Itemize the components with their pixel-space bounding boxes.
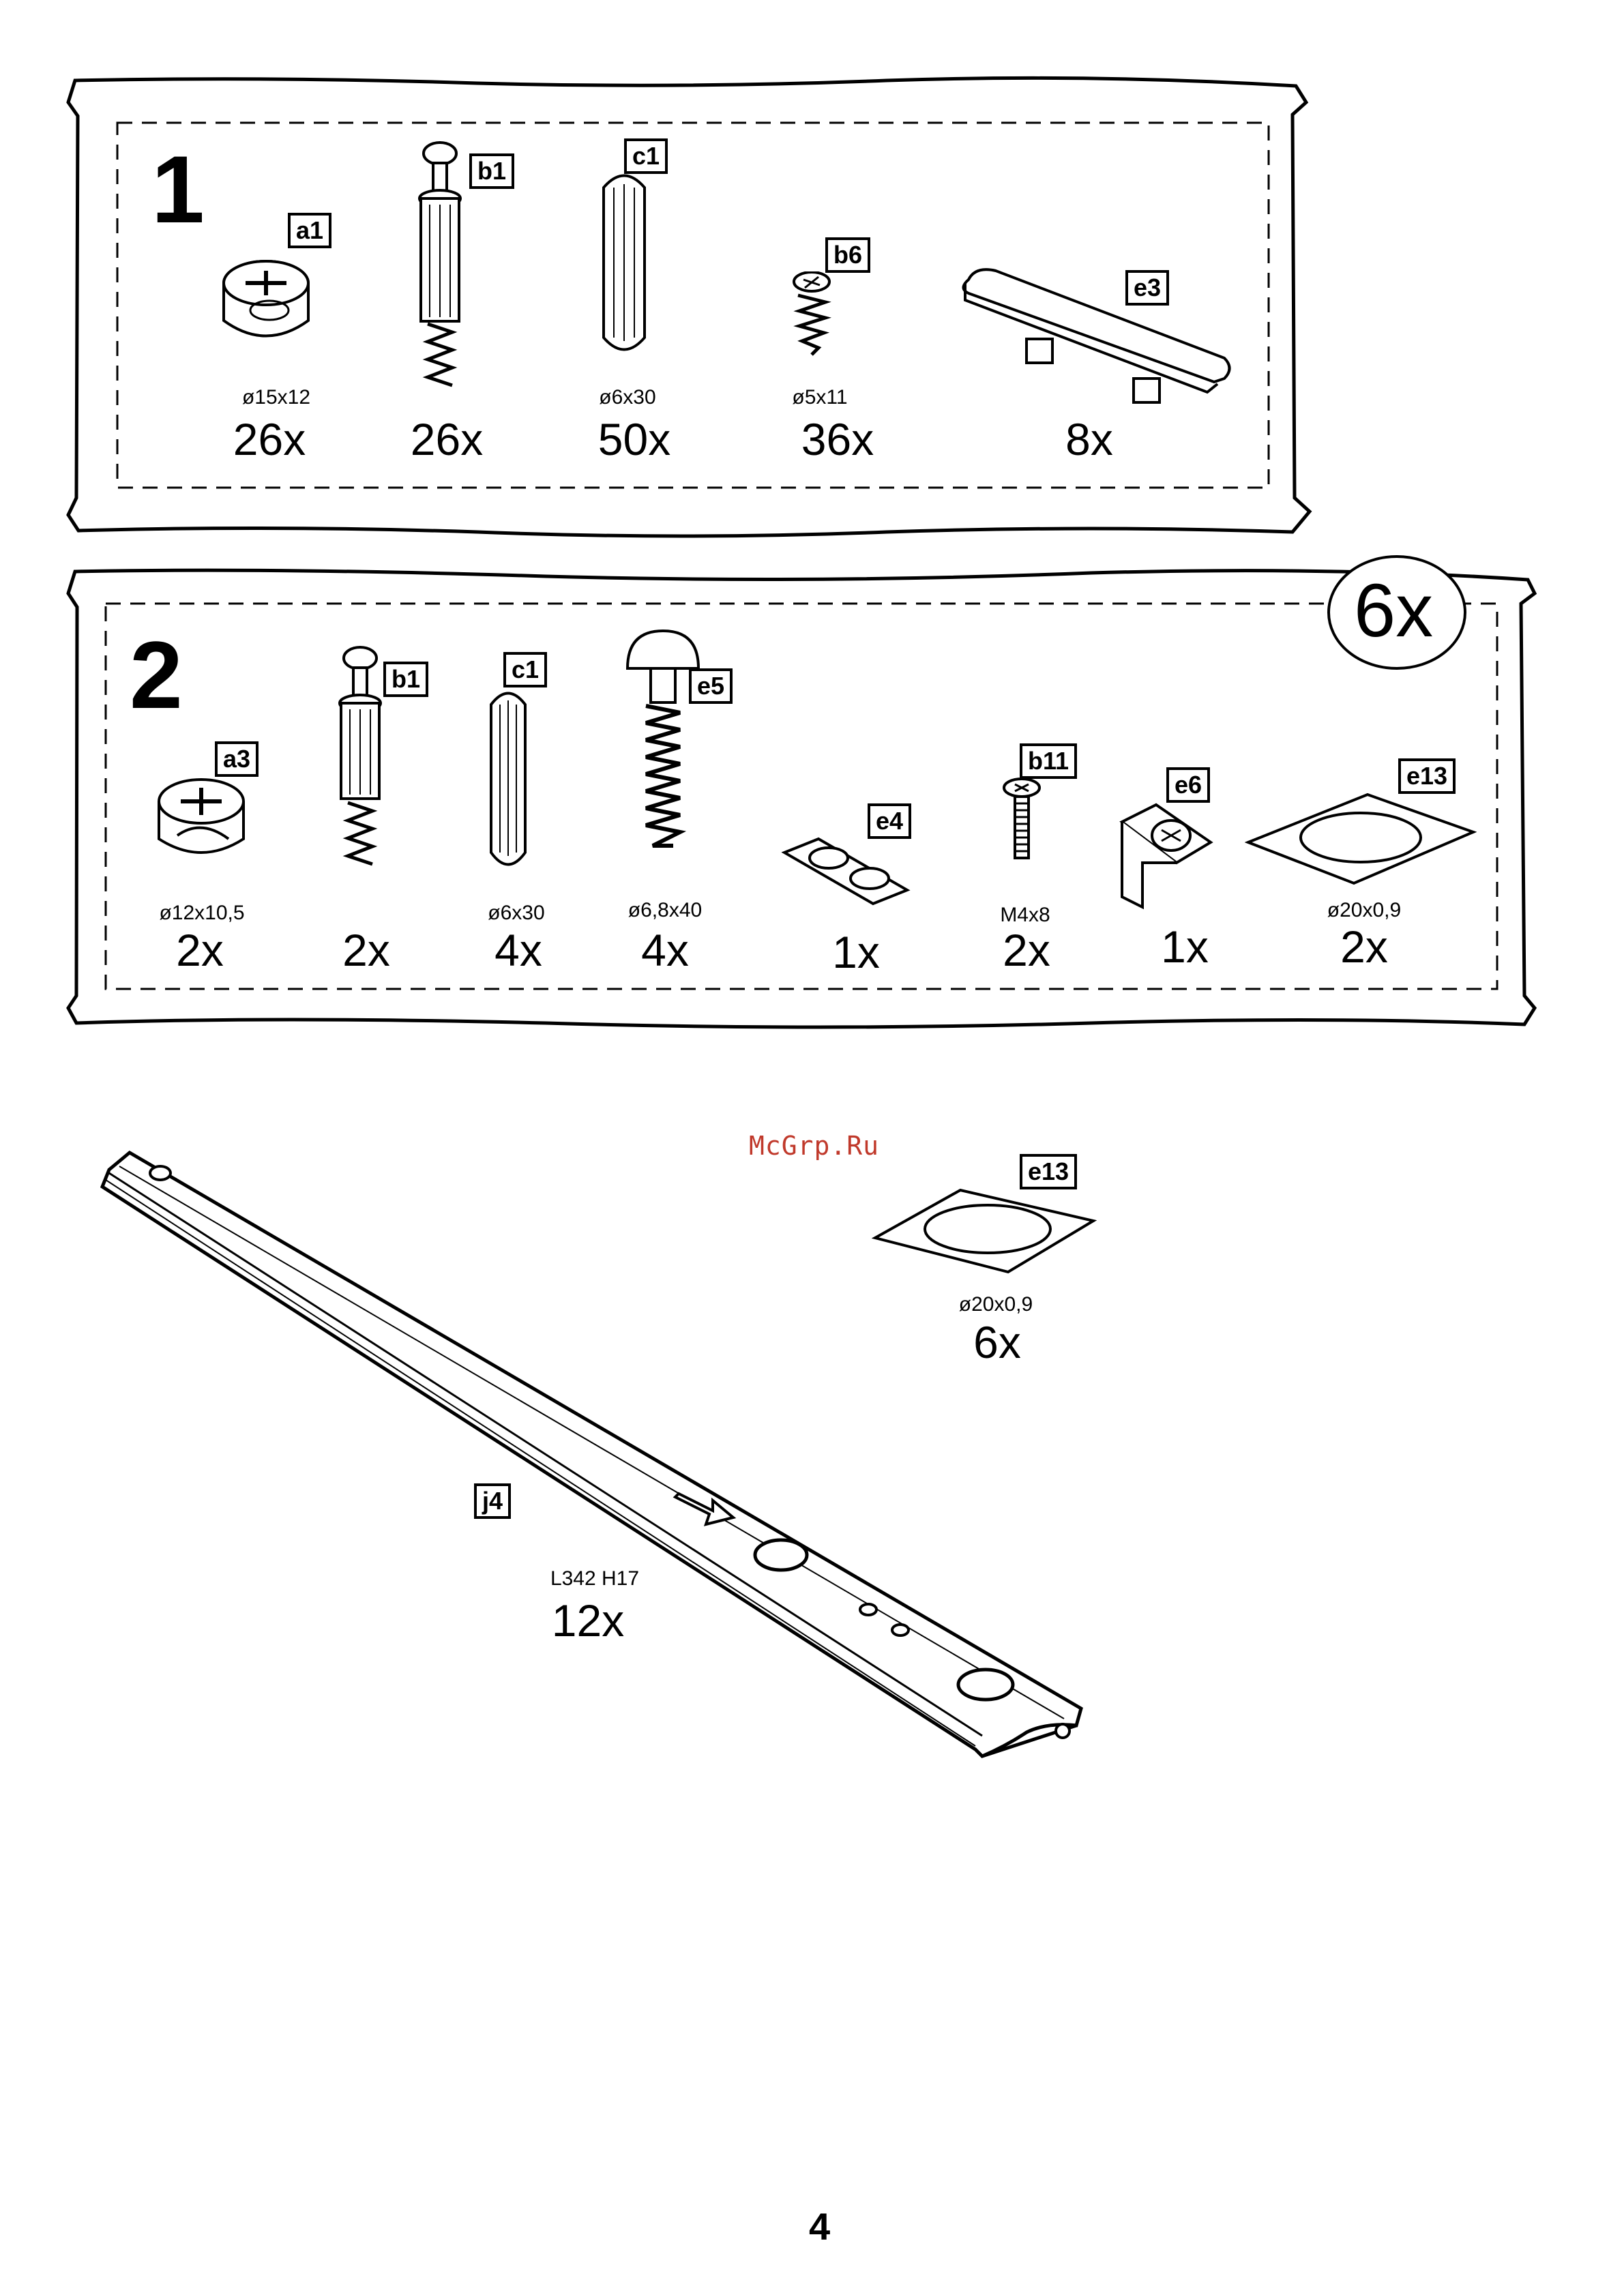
part-code-b1: b1 xyxy=(383,662,428,697)
step-number: 2 xyxy=(130,627,183,723)
part-quantity: 12x xyxy=(506,1595,670,1646)
machine-screw-icon xyxy=(1001,778,1042,863)
part-code-j4: j4 xyxy=(474,1483,511,1519)
part-code-e5: e5 xyxy=(689,668,733,704)
adhesive-pad-icon xyxy=(1245,791,1477,887)
connector-bolt-icon xyxy=(333,645,387,904)
part-quantity: 6x xyxy=(915,1316,1079,1368)
part-code-e13: e13 xyxy=(1398,758,1456,794)
part-quantity: 2x xyxy=(284,924,448,976)
part-code-e6: e6 xyxy=(1166,767,1210,803)
part-code-e13: e13 xyxy=(1020,1154,1077,1189)
part-dimension: ø20x0,9 xyxy=(1282,899,1446,922)
part-code-e4: e4 xyxy=(868,803,911,839)
part-code-a3: a3 xyxy=(215,741,259,777)
part-dimension: ø20x0,9 xyxy=(914,1293,1078,1316)
part-quantity: 1x xyxy=(1103,921,1267,973)
part-quantity: 4x xyxy=(437,924,600,976)
part-quantity: 2x xyxy=(945,924,1108,976)
part-quantity: 2x xyxy=(118,924,282,976)
part-dimension: L342 H17 xyxy=(513,1567,677,1590)
part-code-c1: c1 xyxy=(503,652,547,687)
adhesive-pad-icon xyxy=(872,1187,1097,1275)
part-quantity: 1x xyxy=(774,926,938,978)
watermark: McGrp.Ru xyxy=(749,1131,879,1161)
part-dimension: ø6x30 xyxy=(434,902,598,925)
felt-pads-icon xyxy=(781,832,911,907)
shelf-support-pin-icon xyxy=(622,627,704,866)
part-dimension: ø12x10,5 xyxy=(120,902,284,925)
part-code-b11: b11 xyxy=(1020,743,1077,779)
part-quantity: 2x xyxy=(1282,921,1446,973)
cam-lock-fitting-icon xyxy=(153,771,252,873)
page-number: 4 xyxy=(809,2204,830,2249)
corner-bracket-icon xyxy=(1115,801,1217,914)
part-quantity: 4x xyxy=(583,924,747,976)
part-dimension: ø6,8x40 xyxy=(583,899,747,922)
part-dimension: M4x8 xyxy=(943,904,1107,927)
wooden-dowel-icon xyxy=(488,685,529,873)
bag-multiplier: 6x xyxy=(1354,567,1433,654)
